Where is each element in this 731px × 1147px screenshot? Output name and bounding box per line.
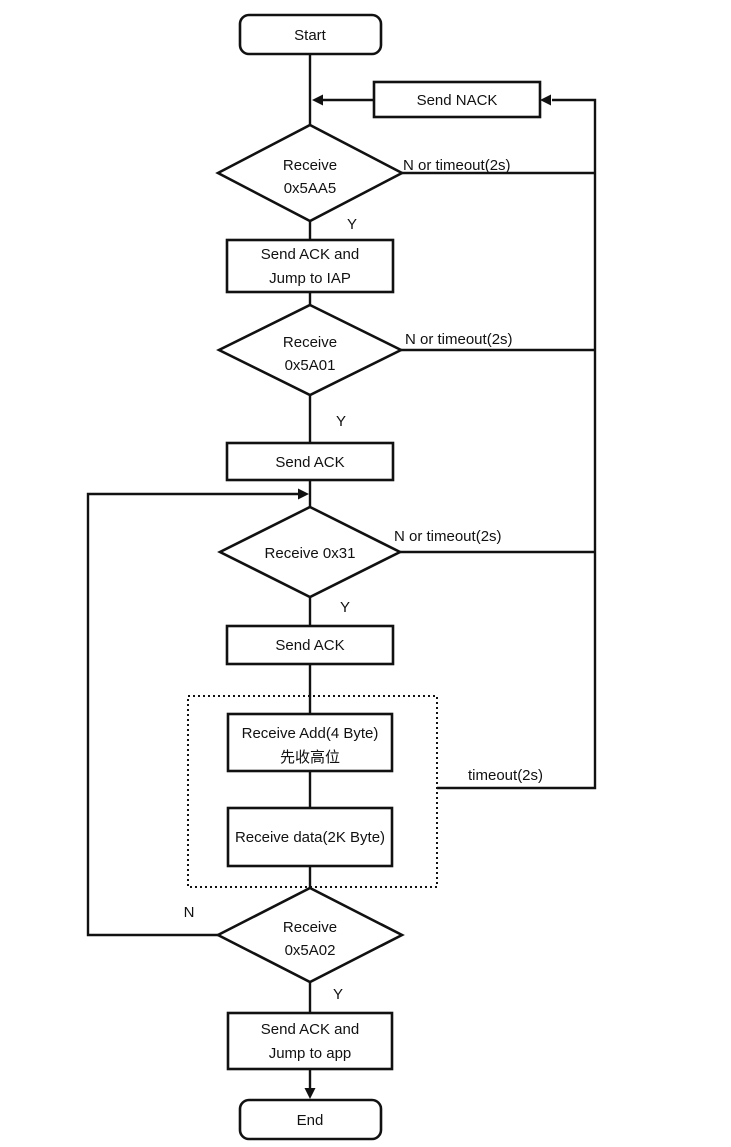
node-receive-add: Receive Add(4 Byte) 先收高位 [226, 712, 394, 773]
send-ack-jump-app-process-shape [226, 1011, 394, 1071]
node-send-ack-jump-app: Send ACK and Jump to app [226, 1011, 394, 1071]
send-ack-jump-iap-label-line1: Send ACK and [261, 246, 359, 263]
send-ack-jump-app-label-line1: Send ACK and [261, 1021, 359, 1038]
node-end: End [238, 1098, 383, 1141]
connector-left-loop-rail [86, 492, 299, 937]
node-send-ack-jump-iap: Send ACK and Jump to IAP [225, 238, 395, 294]
node-receive-0x5a02: Receive 0x5A02 [215, 886, 405, 984]
send-ack-jump-iap-process-shape [225, 238, 395, 294]
arrowhead-send-nack-to-main [312, 94, 323, 106]
send-ack-jump-iap-label-line2: Jump to IAP [269, 270, 351, 287]
node-send-nack: Send NACK [372, 80, 542, 119]
send-nack-process-shape [372, 80, 542, 119]
node-start: Start [238, 13, 383, 56]
edge-label-yes-1: Y [347, 216, 357, 233]
receive-0x5a02-label-line2: 0x5A02 [285, 942, 336, 959]
receive-0x31-decision-shape [217, 505, 403, 599]
receive-data-label: Receive data(2K Byte) [235, 829, 385, 846]
edge-label-no: N [184, 904, 195, 921]
end-label: End [297, 1112, 324, 1129]
receive-add-label-line1: Receive Add(4 Byte) [242, 725, 379, 742]
node-receive-0x31: Receive 0x31 [217, 505, 403, 599]
edge-label-yes-4: Y [333, 986, 343, 1003]
receive-0x5a01-decision-shape [216, 303, 404, 397]
node-receive-0x5a01: Receive 0x5A01 [216, 303, 404, 397]
arrowhead-rail-to-send-nack [540, 94, 551, 106]
receive-add-label-line2: 先收高位 [280, 749, 340, 766]
send-ack-1-process-shape [225, 441, 395, 482]
node-send-ack-1: Send ACK [225, 441, 395, 482]
edge-label-n-or-timeout-2: N or timeout(2s) [405, 331, 513, 348]
end-terminal-shape [238, 1098, 383, 1141]
receive-0x5a01-label-line1: Receive [283, 334, 337, 351]
receive-0x5a02-label-line1: Receive [283, 919, 337, 936]
edge-label-n-or-timeout-1: N or timeout(2s) [403, 157, 511, 174]
flow-connectors [86, 54, 597, 1099]
start-terminal-shape [238, 13, 383, 56]
send-ack-2-label: Send ACK [275, 637, 344, 654]
receive-0x31-label: Receive 0x31 [265, 545, 356, 562]
start-label: Start [294, 27, 327, 44]
edge-label-yes-3: Y [340, 599, 350, 616]
send-ack-2-process-shape [225, 624, 395, 666]
edge-label-n-or-timeout-3: N or timeout(2s) [394, 528, 502, 545]
edge-label-yes-2: Y [336, 413, 346, 430]
receive-add-process-shape [226, 712, 394, 773]
receive-0x5aa5-label-line1: Receive [283, 157, 337, 174]
connector-right-rail [437, 98, 597, 790]
edge-label-timeout: timeout(2s) [468, 767, 543, 784]
receive-0x5a01-label-line2: 0x5A01 [285, 357, 336, 374]
receive-0x5a02-decision-shape [215, 886, 405, 984]
send-ack-1-label: Send ACK [275, 454, 344, 471]
send-nack-label: Send NACK [417, 92, 498, 109]
arrowhead-loop-to-main [298, 488, 309, 500]
receive-0x5aa5-label-line2: 0x5AA5 [284, 180, 337, 197]
receive-data-process-shape [226, 806, 394, 868]
node-receive-0x5aa5: Receive 0x5AA5 [215, 123, 405, 223]
arrowhead-to-end [304, 1088, 316, 1099]
node-receive-data: Receive data(2K Byte) [226, 806, 394, 868]
node-send-ack-2: Send ACK [225, 624, 395, 666]
send-ack-jump-app-label-line2: Jump to app [269, 1045, 352, 1062]
edge-labels: N or timeout(2s) N or timeout(2s) N or t… [184, 157, 543, 1003]
receive-0x5aa5-decision-shape [215, 123, 405, 223]
